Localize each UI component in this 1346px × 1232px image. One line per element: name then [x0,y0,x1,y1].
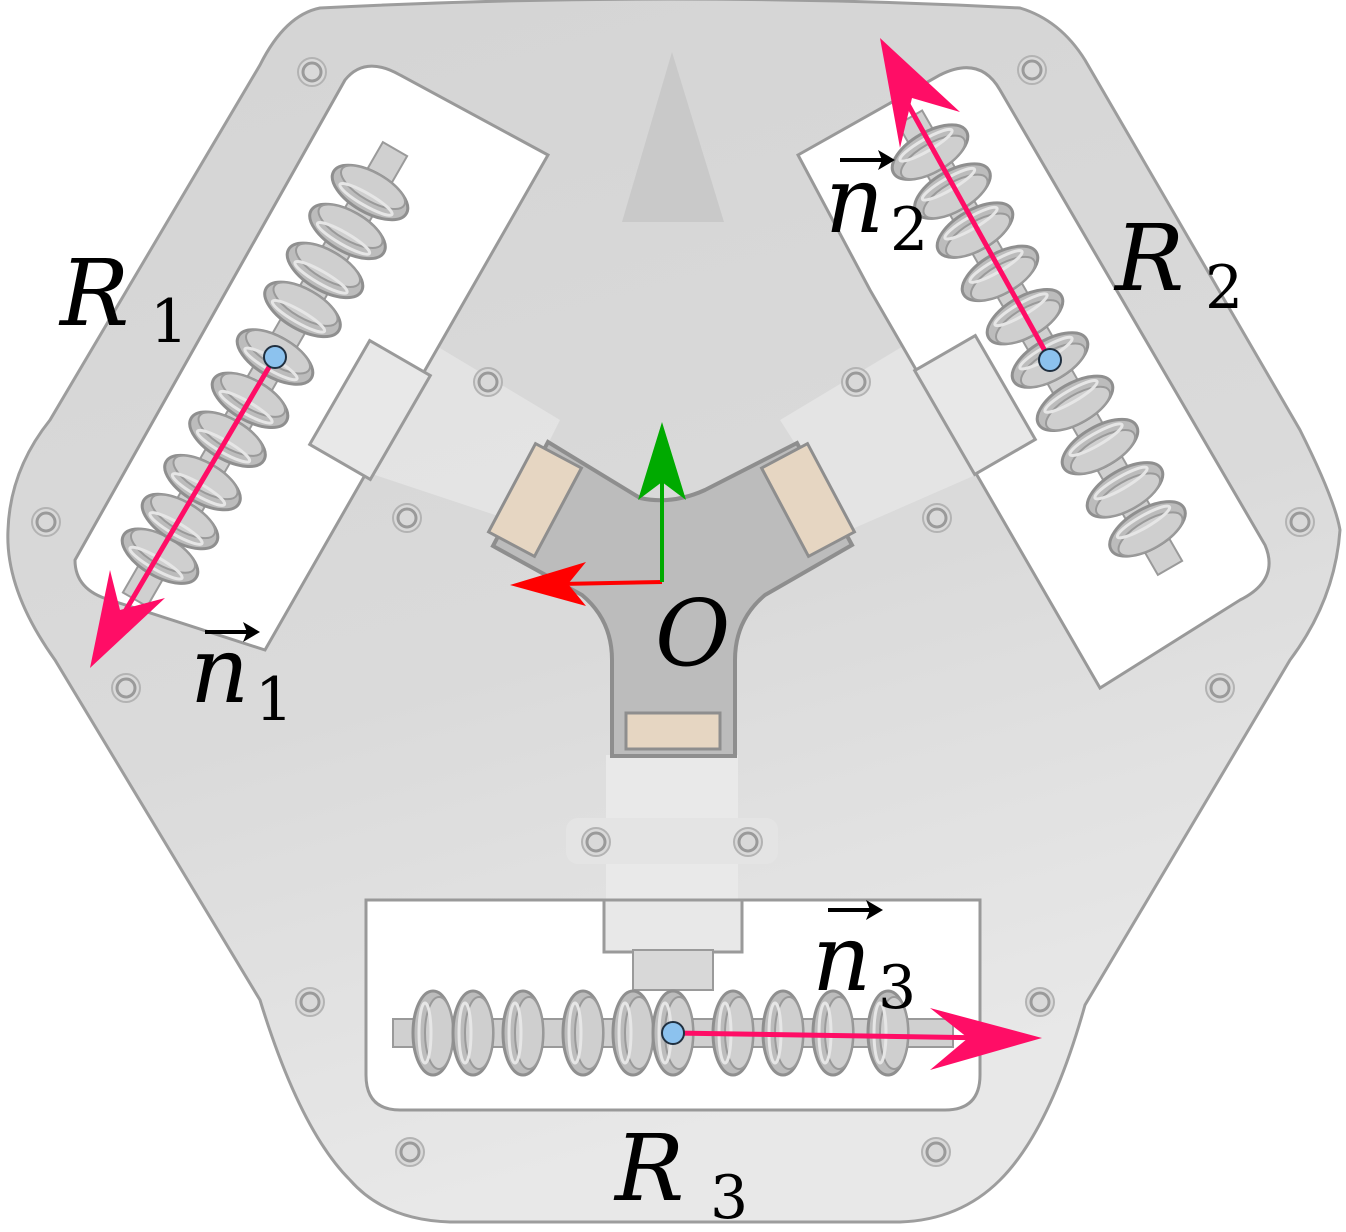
central-hub [490,439,855,758]
svg-text:n: n [812,905,871,1012]
svg-text:1: 1 [255,665,293,735]
contact-point-r2 [1038,348,1062,372]
svg-text:R: R [58,240,129,347]
hub-pad-left [486,441,584,559]
hub-pad-right [759,441,857,559]
normal-label-n2: n 2 [825,147,928,265]
svg-text:2: 2 [890,195,928,265]
origin-label: O [655,580,730,687]
normal-vector-n1 [90,355,278,668]
x-axis-arrowhead [510,562,586,606]
x-axis-arrow [559,580,663,586]
normal-vector-n2 [880,38,1053,362]
svg-text:1: 1 [150,287,188,357]
body-frame-axes [510,422,686,606]
svg-text:2: 2 [1205,253,1243,323]
svg-text:3: 3 [710,1163,748,1232]
wheel-label-r3: R 3 [613,1115,748,1232]
normal-label-n1: n 1 [190,617,293,735]
svg-text:n: n [190,617,249,724]
contact-point-r3 [661,1021,685,1045]
y-axis-arrowhead [638,422,686,500]
wheel-label-r2: R 2 [1113,205,1243,323]
contact-point-r1 [263,345,287,369]
svg-text:R: R [613,1115,684,1222]
normal-vector-n3 [672,1008,1042,1070]
svg-text:3: 3 [878,953,916,1023]
wheel-label-r1: R 1 [58,240,188,357]
normal-label-n3: n 3 [812,900,916,1023]
svg-text:n: n [825,147,884,254]
hub-pad-bottom [624,711,722,751]
svg-text:R: R [1113,205,1184,312]
wheel-slot-r3 [364,898,982,1112]
heading-triangle [622,52,724,222]
